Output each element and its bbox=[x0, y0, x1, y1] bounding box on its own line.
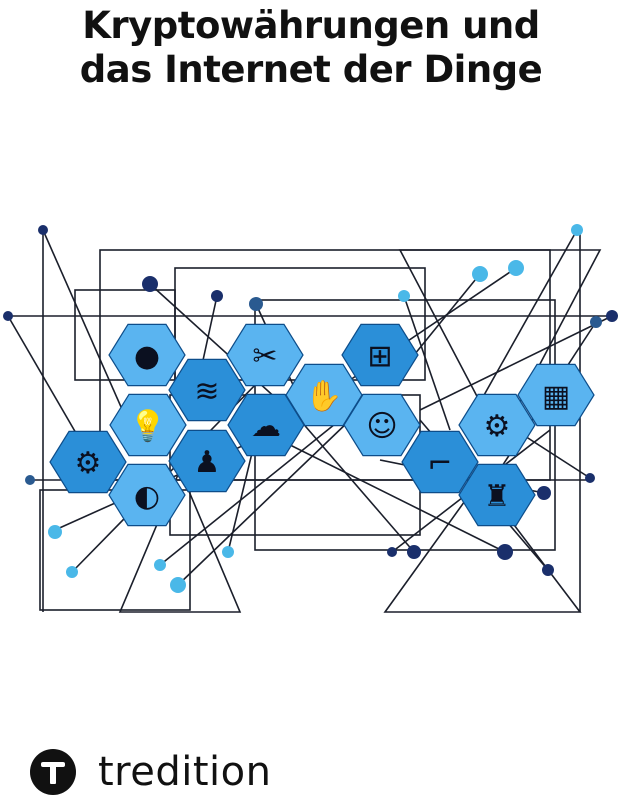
hex-tile bbox=[401, 430, 479, 494]
network-node bbox=[211, 290, 223, 302]
hex-tile bbox=[458, 393, 536, 457]
hex-tile bbox=[343, 393, 421, 457]
triangle-line bbox=[118, 467, 242, 613]
iot-network-illustration: ● ⚙ 💡 ≋ ◐ ♟ ✂ ☁ ✋ ⊞ ☺ ⌐ ⚙ ♜ ▦ bbox=[3, 224, 618, 613]
worker-icon: ● bbox=[134, 339, 160, 374]
publisher-name: tredition bbox=[98, 749, 272, 795]
handshake-icon: ✋ bbox=[305, 378, 342, 414]
cloud-icon: ☁ bbox=[251, 409, 281, 444]
network-nodes bbox=[3, 224, 618, 593]
network-node bbox=[48, 525, 62, 539]
network-node bbox=[606, 310, 618, 322]
network-node bbox=[585, 473, 595, 483]
network-node bbox=[387, 547, 397, 557]
hex-tile bbox=[226, 323, 304, 387]
gear-wrench-icon: ⚙ bbox=[484, 409, 511, 444]
network-node bbox=[508, 260, 524, 276]
network-node bbox=[222, 546, 234, 558]
triangle-line bbox=[398, 249, 602, 442]
publisher-imprint: tredition bbox=[30, 742, 271, 802]
hex-tile bbox=[109, 393, 187, 457]
hex-tile bbox=[108, 463, 186, 527]
network-node bbox=[154, 559, 166, 571]
network-node bbox=[66, 566, 78, 578]
network-node bbox=[571, 224, 583, 236]
tredition-logo-icon bbox=[30, 749, 76, 795]
network-node bbox=[537, 486, 551, 500]
hex-tile bbox=[341, 323, 419, 387]
hex-tile bbox=[227, 393, 305, 457]
network-node bbox=[249, 297, 263, 311]
brain-gears-icon: ☺ bbox=[366, 409, 397, 444]
hex-tile bbox=[168, 358, 246, 422]
network-node bbox=[398, 290, 410, 302]
network-node bbox=[170, 577, 186, 593]
network-node bbox=[25, 475, 35, 485]
network-node bbox=[407, 545, 421, 559]
network-node bbox=[590, 316, 602, 328]
lightbulb-icon: 💡 bbox=[129, 408, 166, 444]
title-line-1: Kryptowährungen und bbox=[82, 4, 540, 47]
triangle-line bbox=[383, 478, 582, 613]
wifi-icon: ≋ bbox=[194, 374, 219, 409]
book-title: Kryptowährungen und das Internet der Din… bbox=[0, 4, 622, 92]
binary-icon: ▦ bbox=[542, 379, 570, 414]
network-node bbox=[142, 276, 158, 292]
title-line-2: das Internet der Dinge bbox=[79, 48, 543, 91]
tools-icon: ✂ bbox=[252, 339, 277, 374]
hex-tile bbox=[458, 463, 536, 527]
network-node bbox=[38, 225, 48, 235]
people-icon: ♟ bbox=[194, 445, 221, 480]
network-node bbox=[497, 544, 513, 560]
robot-icon: ♜ bbox=[484, 479, 511, 514]
robot-arm-icon: ⌐ bbox=[427, 446, 452, 481]
network-node bbox=[3, 311, 13, 321]
hex-tile bbox=[49, 430, 127, 494]
hex-tile bbox=[517, 363, 595, 427]
network-node bbox=[472, 266, 488, 282]
network-icon: ⊞ bbox=[367, 339, 392, 374]
hex-tile bbox=[108, 323, 186, 387]
world-map-icon: ◐ bbox=[134, 479, 160, 514]
network-node bbox=[542, 564, 554, 576]
hex-tile bbox=[285, 363, 363, 427]
gear-icon: ⚙ bbox=[75, 446, 102, 481]
hex-tile bbox=[168, 429, 246, 493]
